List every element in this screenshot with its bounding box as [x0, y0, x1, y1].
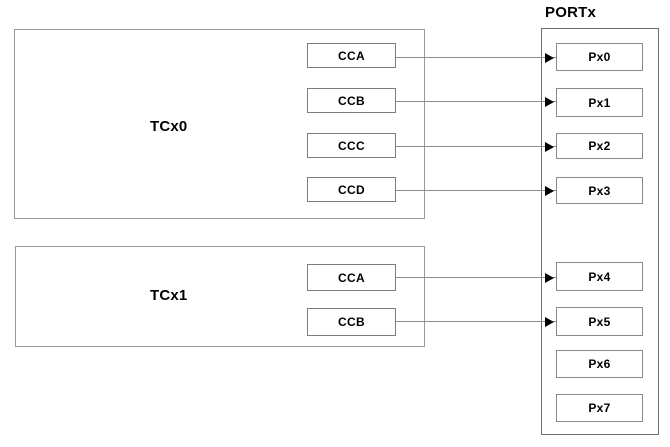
- arrowhead-icon-conn-tcx0-ccc-px2: [545, 142, 554, 152]
- pin-box-px5[interactable]: Px5: [556, 307, 643, 336]
- connector-conn-tcx1-ccb-px5: [396, 321, 556, 322]
- register-box-tcx0-ccb[interactable]: CCB: [307, 88, 396, 113]
- register-box-tcx0-ccd[interactable]: CCD: [307, 177, 396, 202]
- arrowhead-icon-conn-tcx0-cca-px0: [545, 53, 554, 63]
- arrowhead-icon-conn-tcx1-cca-px4: [545, 273, 554, 283]
- connector-conn-tcx0-ccb-px1: [396, 101, 556, 102]
- arrowhead-icon-conn-tcx0-ccb-px1: [545, 97, 554, 107]
- module-label-tcx0: TCx0: [150, 118, 188, 135]
- connector-conn-tcx0-cca-px0: [396, 57, 556, 58]
- pin-box-px0[interactable]: Px0: [556, 43, 643, 71]
- pin-box-px1[interactable]: Px1: [556, 88, 643, 117]
- register-box-tcx0-ccc[interactable]: CCC: [307, 133, 396, 158]
- connector-conn-tcx0-ccd-px3: [396, 190, 556, 191]
- connector-conn-tcx0-ccc-px2: [396, 146, 556, 147]
- port-title: PORTx: [545, 4, 597, 21]
- pin-box-px2[interactable]: Px2: [556, 133, 643, 159]
- arrowhead-icon-conn-tcx1-ccb-px5: [545, 317, 554, 327]
- pin-box-px7[interactable]: Px7: [556, 394, 643, 422]
- register-box-tcx0-cca[interactable]: CCA: [307, 43, 396, 68]
- pin-box-px3[interactable]: Px3: [556, 177, 643, 204]
- pin-box-px4[interactable]: Px4: [556, 262, 643, 291]
- arrowhead-icon-conn-tcx0-ccd-px3: [545, 186, 554, 196]
- register-box-tcx1-ccb[interactable]: CCB: [307, 308, 396, 336]
- register-box-tcx1-cca[interactable]: CCA: [307, 264, 396, 291]
- pin-box-px6[interactable]: Px6: [556, 350, 643, 378]
- connector-conn-tcx1-cca-px4: [396, 277, 556, 278]
- module-label-tcx1: TCx1: [150, 287, 188, 304]
